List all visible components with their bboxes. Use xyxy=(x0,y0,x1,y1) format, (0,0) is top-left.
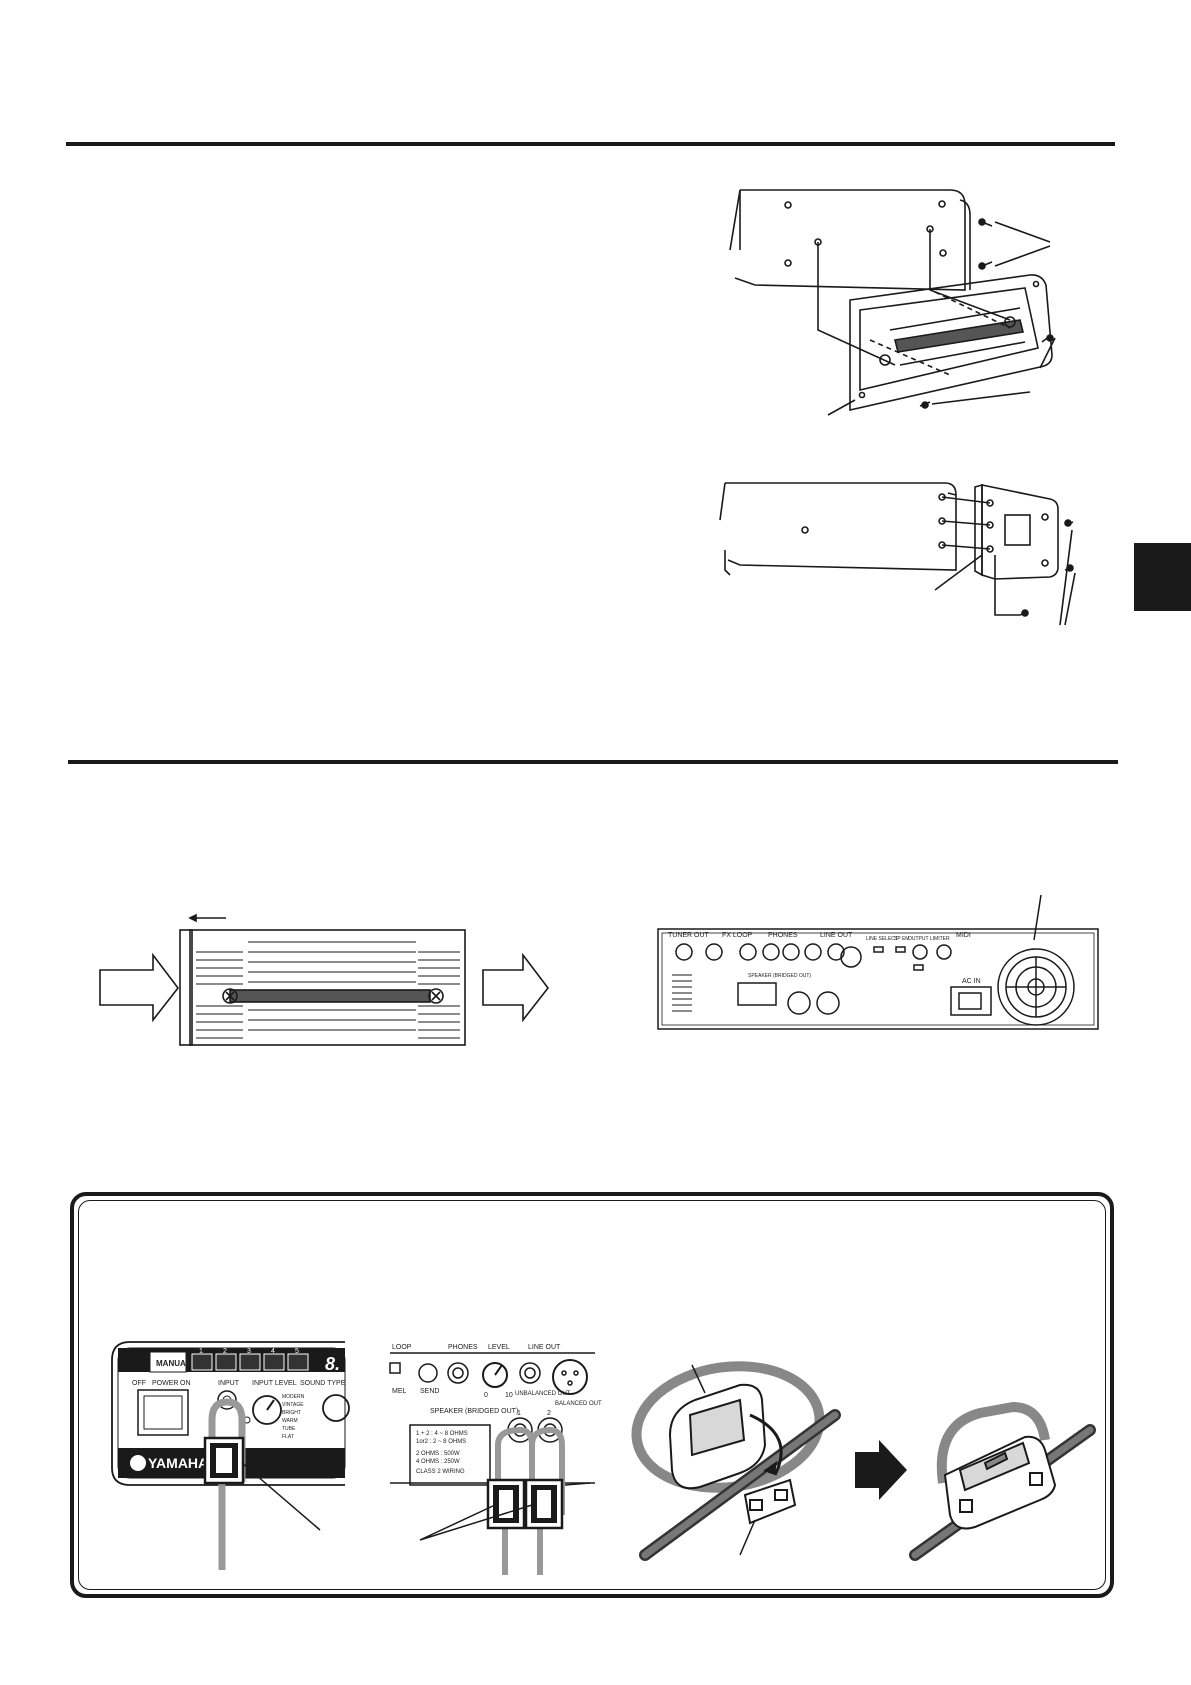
unbalanced-label: UNBALANCED OUT xyxy=(515,1391,571,1397)
section-rule-top xyxy=(66,142,1115,146)
power-label: POWER xyxy=(152,1380,178,1387)
sound-type-knob[interactable] xyxy=(322,1394,350,1422)
line-out-label: LINE OUT xyxy=(528,1344,561,1351)
rear-label-midi: MIDI xyxy=(956,932,971,939)
ohms-line-1: 1 + 2 : 4 ~ 8 OHMS xyxy=(416,1431,468,1437)
brand-logo: YAMAHA xyxy=(148,1455,208,1471)
rear-panel-illustration: TUNER OUT FX LOOP PHONES LINE OUT LINE S… xyxy=(657,894,1099,1030)
input-jack[interactable] xyxy=(217,1390,237,1410)
rear-label-lineselect: LINE SELECT xyxy=(866,936,898,942)
power-switch[interactable] xyxy=(137,1389,189,1436)
ohms-line-5: CLASS 2 WIRING xyxy=(416,1469,465,1475)
notice-box-inner-border xyxy=(78,1200,1106,1590)
level-label: LEVEL xyxy=(488,1344,510,1351)
level-max: 10 xyxy=(505,1392,513,1399)
manual-label: MANUAL xyxy=(156,1359,191,1368)
mel-label: MEL xyxy=(392,1388,407,1395)
sound-type-bright: BRIGHT xyxy=(282,1410,301,1416)
rear-label-limiter: OUTPUT LIMITER xyxy=(908,936,950,942)
front-cover-attach-illustration xyxy=(729,189,1056,416)
manual-button[interactable] xyxy=(149,1351,187,1373)
rear-panel-ferrite-illustration: LOOP PHONES LEVEL LINE OUT 0 10 MEL SEND… xyxy=(389,1344,602,1575)
balanced-label: BALANCED OUT xyxy=(555,1401,602,1407)
speaker-jack-2: 2 xyxy=(547,1410,551,1417)
button-label-3: 3 xyxy=(247,1348,251,1355)
power-on-label: ON xyxy=(180,1380,191,1387)
channel-buttons xyxy=(191,1353,309,1371)
sound-type-warm: WARM xyxy=(282,1418,298,1424)
send-label: SEND xyxy=(420,1388,439,1395)
button-label-1: 1 xyxy=(199,1348,203,1355)
button-label-2: 2 xyxy=(223,1348,227,1355)
rear-label-speaker: SPEAKER (BRIDGED OUT) xyxy=(748,973,811,979)
front-panel-ferrite-illustration: MANUAL 1 2 3 4 5 8. OFF POWER ON INPUT I… xyxy=(111,1341,350,1570)
rear-label-tuner: TUNER OUT xyxy=(668,932,710,939)
sound-type-label: SOUND TYPE xyxy=(300,1380,346,1387)
phones-label: PHONES xyxy=(448,1344,478,1351)
ohms-line-3: 2 OHMS : 500W xyxy=(416,1451,460,1457)
sound-type-vintage: VINTAGE xyxy=(282,1402,304,1408)
display-digit: 8. xyxy=(325,1354,340,1374)
button-label-4: 4 xyxy=(271,1348,275,1355)
rear-label-phones: PHONES xyxy=(768,932,798,939)
power-off-label: OFF xyxy=(132,1380,146,1387)
rack-bracket-attach-illustration xyxy=(719,482,1076,626)
rear-label-acin: AC IN xyxy=(962,978,981,985)
speaker-label: SPEAKER (BRIDGED OUT) xyxy=(430,1408,518,1415)
input-level-label: INPUT LEVEL xyxy=(252,1380,297,1387)
rear-label-spem: SP EM xyxy=(894,936,909,942)
chapter-side-tab xyxy=(1134,543,1191,611)
ferrite-core-notice-box xyxy=(70,1192,1114,1598)
ohms-line-2: 1or2 : 2 ~ 8 OHMS xyxy=(416,1439,466,1445)
sound-type-tube: TUBE xyxy=(282,1426,296,1432)
speaker-jack-1: 1 xyxy=(517,1410,521,1417)
ohms-line-4: 4 OHMS : 250W xyxy=(416,1459,460,1465)
input-label: INPUT xyxy=(218,1380,240,1387)
yamaha-logo-icon xyxy=(130,1455,146,1471)
ferrite-open-illustration xyxy=(631,1361,841,1561)
section-rule-middle xyxy=(68,760,1118,764)
rear-label-lineout: LINE OUT xyxy=(820,932,853,939)
ferrite-closed-illustration xyxy=(909,1401,1096,1561)
loop-label: LOOP xyxy=(392,1344,412,1351)
button-label-5: 5 xyxy=(295,1348,299,1355)
next-step-arrow-icon xyxy=(855,1440,907,1500)
rear-label-fxloop: FX LOOP xyxy=(722,932,753,939)
level-min: 0 xyxy=(484,1392,488,1399)
input-level-knob[interactable] xyxy=(252,1395,282,1425)
sound-type-modern: MODERN xyxy=(282,1394,305,1400)
airflow-side-view-illustration xyxy=(99,913,550,1046)
sound-type-flat: FLAT xyxy=(282,1434,294,1440)
